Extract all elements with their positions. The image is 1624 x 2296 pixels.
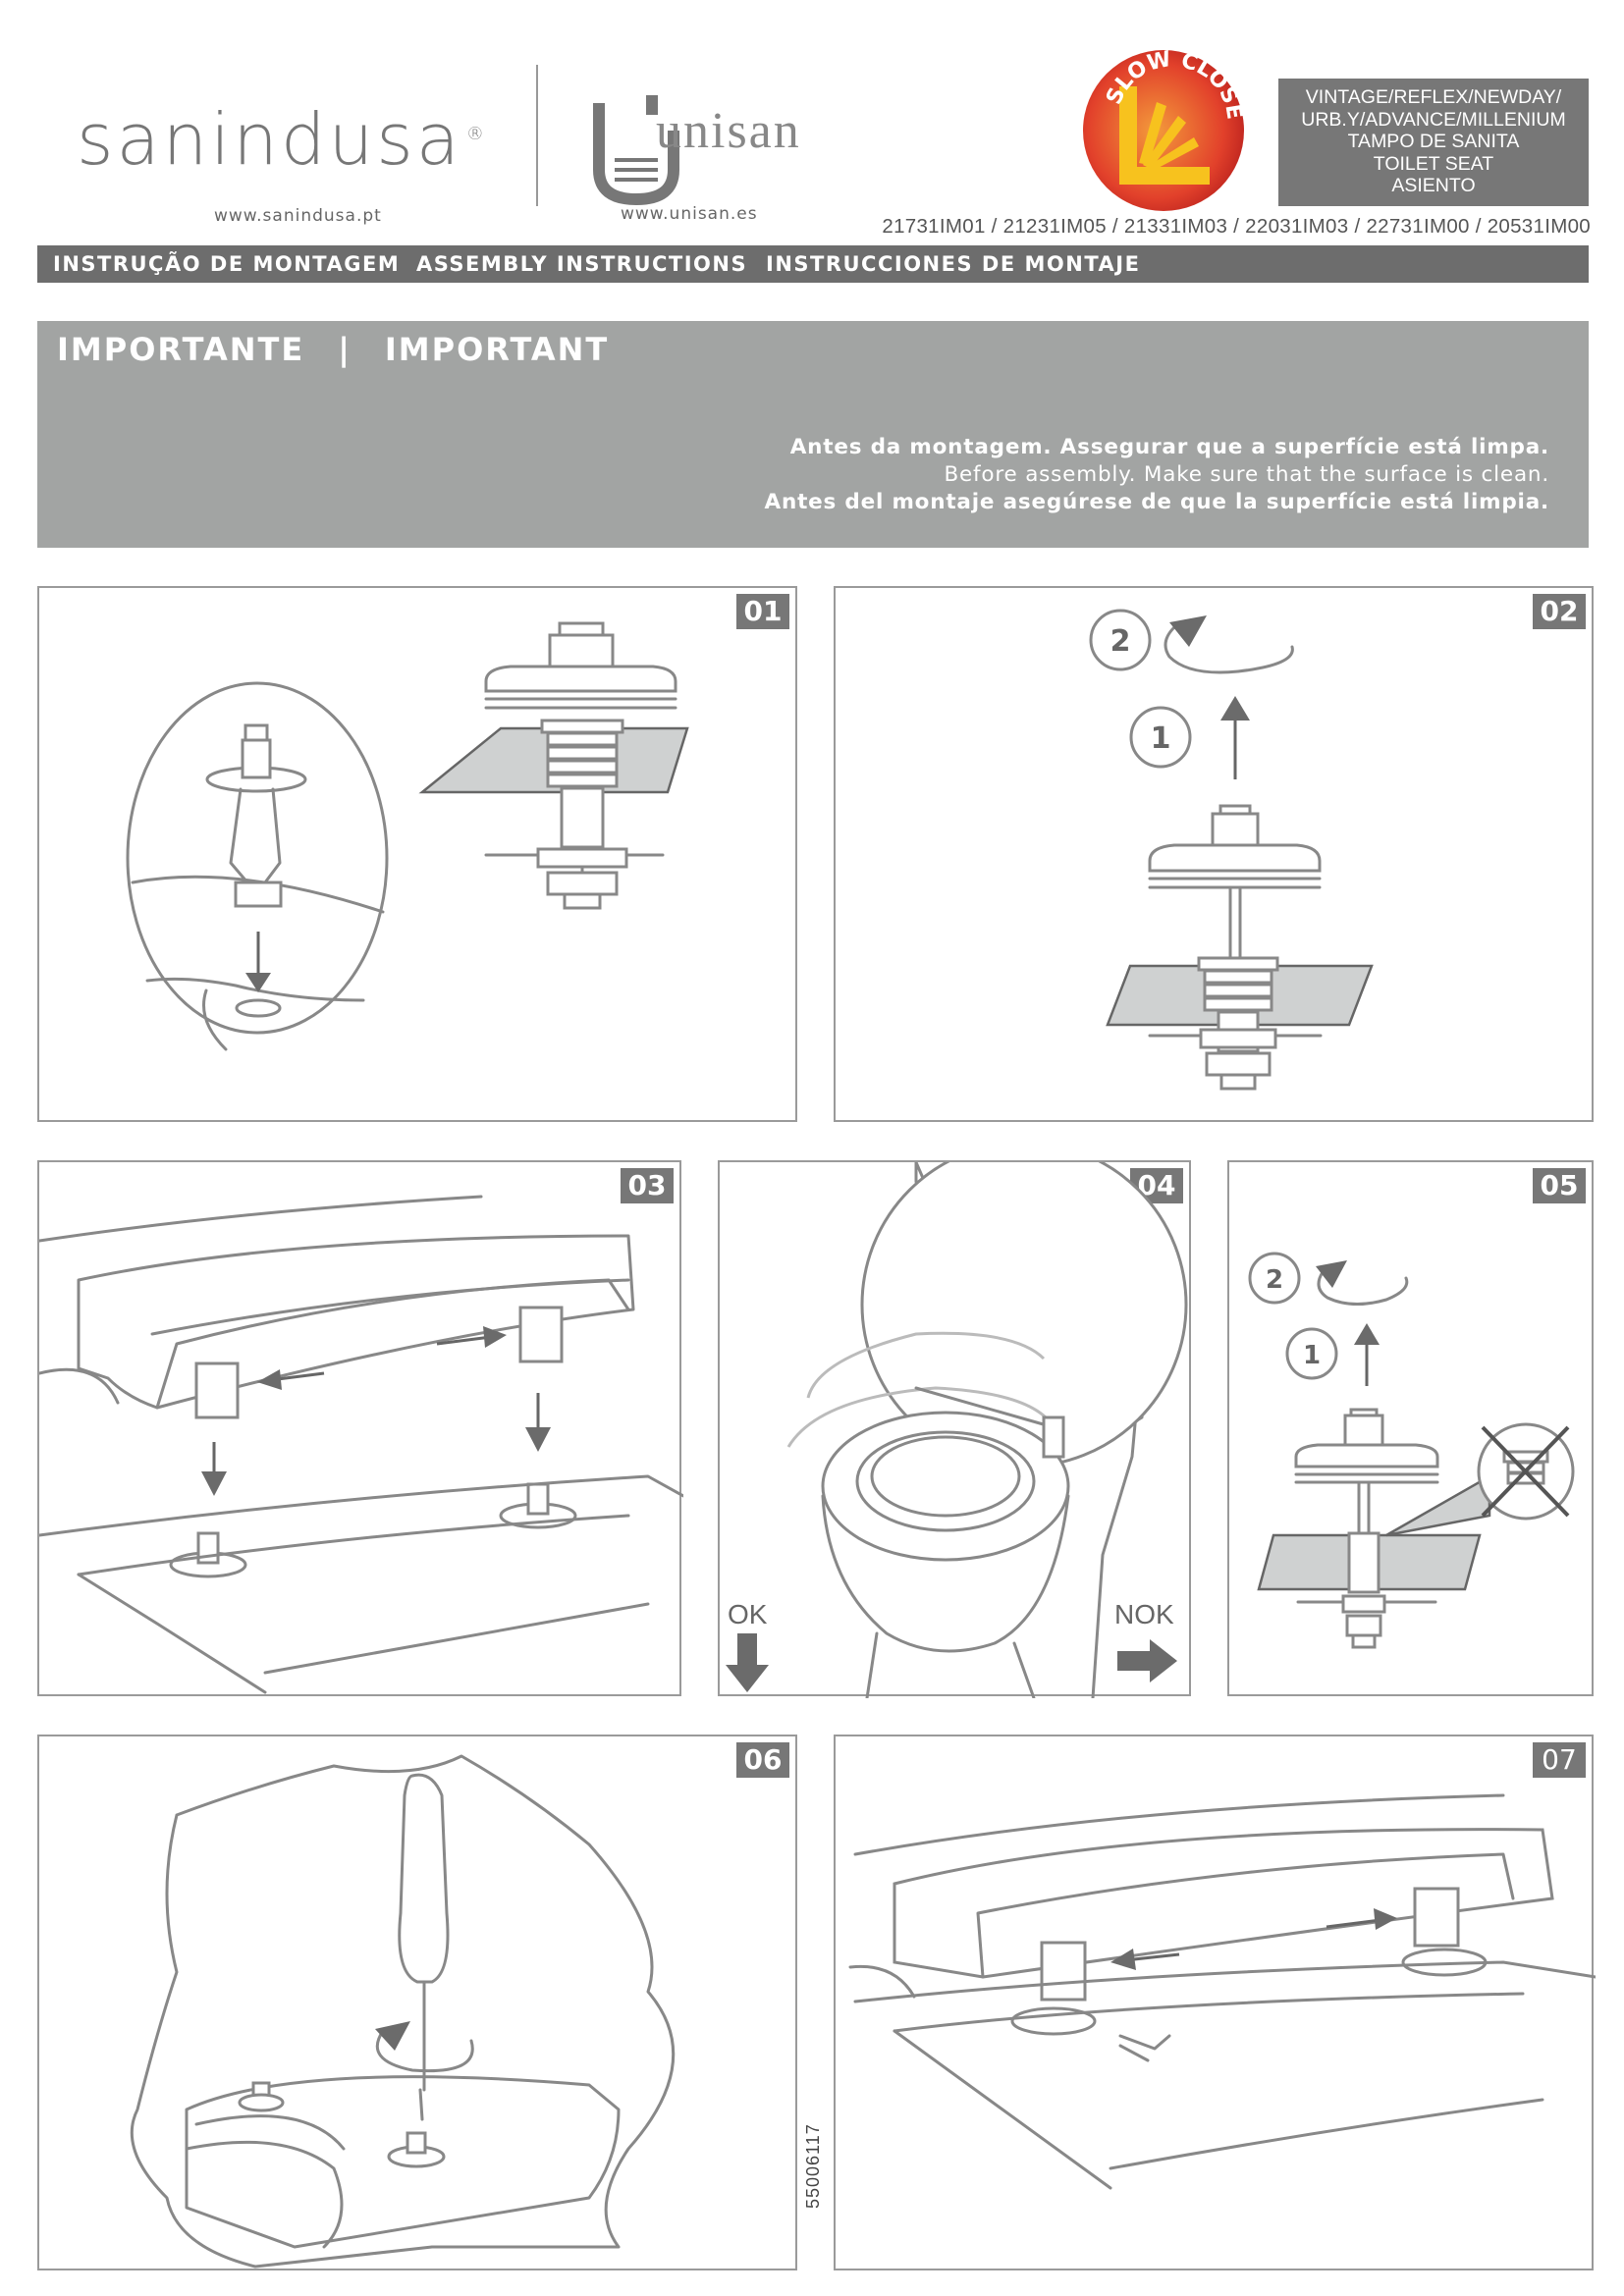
step-07-illustration <box>848 1793 1596 2190</box>
title-separator: | <box>338 331 352 368</box>
ok-arrow <box>726 1633 769 1692</box>
important-title-en: IMPORTANT <box>384 331 610 368</box>
important-banner: IMPORTANTE | IMPORTANT Antes da montagem. … <box>37 321 1589 548</box>
step-03-illustration <box>39 1195 683 1694</box>
unisan-logo-icon <box>593 95 679 206</box>
step-03-number: 03 <box>621 1168 674 1203</box>
step-02-panel: 02 2 1 <box>834 586 1594 1122</box>
sanindusa-url[interactable]: www.sanindusa.pt <box>214 206 382 226</box>
step-07-panel: 07 <box>834 1735 1596 2270</box>
registered-mark: ® <box>465 124 487 144</box>
important-line-pt: Antes da montagem. Assegurar que a super… <box>789 435 1549 459</box>
important-line-en: Before assembly. Make sure that the surf… <box>944 462 1549 487</box>
nok-label: NOK <box>1114 1599 1174 1629</box>
nok-arrow <box>1117 1639 1177 1682</box>
step-02-number: 02 <box>1533 594 1586 629</box>
important-title: IMPORTANTE | IMPORTANT <box>57 331 609 368</box>
step-marker-1: 1 <box>1303 1341 1321 1370</box>
step-03-panel: 03 <box>37 1160 683 1696</box>
step-05-illustration: 2 1 <box>1248 1252 1575 1649</box>
sanindusa-logo-text: sanindusa <box>77 98 462 181</box>
step-marker-2: 2 <box>1110 624 1131 659</box>
instructions-bar: INSTRUÇÃO DE MONTAGEM ASSEMBLY INSTRUCTI… <box>37 245 1589 283</box>
model-line: VINTAGE/REFLEX/NEWDAY/ <box>1305 86 1562 108</box>
step-01-panel: 01 <box>37 586 797 1122</box>
step-05-number: 05 <box>1533 1168 1586 1203</box>
step-06-illustration <box>130 1754 676 2269</box>
document-code: 55006117 <box>803 2123 823 2209</box>
instructions-pt: INSTRUÇÃO DE MONTAGEM <box>53 252 401 276</box>
instructions-en: ASSEMBLY INSTRUCTIONS <box>416 252 748 276</box>
important-text: Antes da montagem. Assegurar que a super… <box>765 434 1549 516</box>
step-06-number: 06 <box>736 1742 789 1778</box>
step-marker-1: 1 <box>1151 721 1171 756</box>
important-line-es: Antes del montaje asegúrese de que la su… <box>764 490 1549 514</box>
unisan-url[interactable]: www.unisan.es <box>621 204 758 224</box>
model-line: TAMPO DE SANITA <box>1347 131 1520 152</box>
step-04-illustration: OK NOK <box>726 1162 1193 1698</box>
step-06-panel: 06 <box>37 1735 797 2270</box>
model-line: URB.Y/ADVANCE/MILLENIUM <box>1301 108 1566 131</box>
step-01-illustration <box>126 621 689 1051</box>
slow-close-badge: SLOW CLOSE <box>1083 47 1247 211</box>
model-line: ASIENTO <box>1391 175 1476 196</box>
instructions-es: INSTRUCCIONES DE MONTAJE <box>766 252 1141 276</box>
ok-label: OK <box>728 1599 768 1629</box>
step-07-number: 07 <box>1533 1742 1586 1778</box>
step-02-illustration: 2 1 <box>1089 609 1374 1091</box>
important-title-pt: IMPORTANTE <box>57 331 305 368</box>
step-04-panel: 04 OK NOK <box>718 1160 1193 1698</box>
step-05-panel: 05 2 1 <box>1227 1160 1594 1696</box>
step-marker-2: 2 <box>1266 1265 1283 1295</box>
header-divider <box>536 65 538 206</box>
model-line: TOILET SEAT <box>1373 152 1494 175</box>
model-list-box: VINTAGE/REFLEX/NEWDAY/ URB.Y/ADVANCE/MIL… <box>1278 79 1589 206</box>
sanindusa-logo: sanindusa® <box>77 98 487 181</box>
unisan-logo-text: unisan <box>656 103 801 159</box>
step-01-number: 01 <box>736 594 789 629</box>
product-codes: 21731IM01 / 21231IM05 / 21331IM03 / 2203… <box>882 215 1591 238</box>
